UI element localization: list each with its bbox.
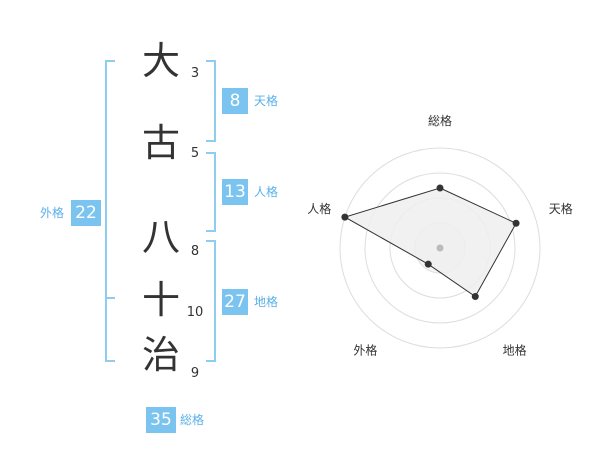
radar-point-4 xyxy=(424,260,432,268)
radar-point-3 xyxy=(471,293,479,301)
radar-point-5 xyxy=(341,213,349,221)
radar-point-1 xyxy=(436,184,444,192)
soukaku-label: 総格 xyxy=(180,413,205,427)
gaikaku-bracket xyxy=(105,60,115,362)
radar-area xyxy=(343,187,517,298)
tenkaku-label: 天格 xyxy=(254,94,279,108)
radar-axis-label-jinkaku: 人格 xyxy=(307,201,331,216)
radar-point-2 xyxy=(512,219,520,227)
jinkaku-score: 13 xyxy=(222,179,248,205)
name-char-2: 古 xyxy=(141,121,180,165)
radar-points xyxy=(341,184,520,301)
name-char-5: 治 xyxy=(141,333,180,377)
chikaku-bracket xyxy=(206,240,216,362)
name-char-4: 十 xyxy=(141,278,180,322)
name-char-3: 八 xyxy=(141,215,180,259)
stroke-count-2: 5 xyxy=(190,146,200,161)
radar-ring xyxy=(339,147,541,349)
tenkaku-score: 8 xyxy=(222,88,248,114)
chikaku-label: 地格 xyxy=(254,295,279,309)
stroke-count-5: 9 xyxy=(190,366,200,381)
radar-axis-label-soukaku: 総格 xyxy=(428,113,452,128)
soukaku-score: 35 xyxy=(146,407,176,433)
radar-axis-label-gaikaku: 外格 xyxy=(353,343,377,358)
gaikaku-score: 22 xyxy=(71,200,101,226)
stroke-count-3: 8 xyxy=(190,244,200,259)
radar-axis-label-tenkaku: 天格 xyxy=(549,201,573,216)
radar-ring xyxy=(364,172,516,324)
stroke-count-1: 3 xyxy=(190,66,200,81)
jinkaku-label: 人格 xyxy=(254,185,279,199)
gaikaku-bracket-tick xyxy=(105,297,115,299)
chikaku-score: 27 xyxy=(222,289,248,315)
jinkaku-bracket xyxy=(206,152,216,232)
radar-center xyxy=(436,244,444,252)
stroke-count-4: 10 xyxy=(186,305,204,320)
radar-axis-label-chikaku: 地格 xyxy=(503,343,527,358)
gaikaku-label: 外格 xyxy=(40,206,65,220)
tenkaku-bracket xyxy=(206,60,216,142)
name-char-1: 大 xyxy=(141,39,180,83)
